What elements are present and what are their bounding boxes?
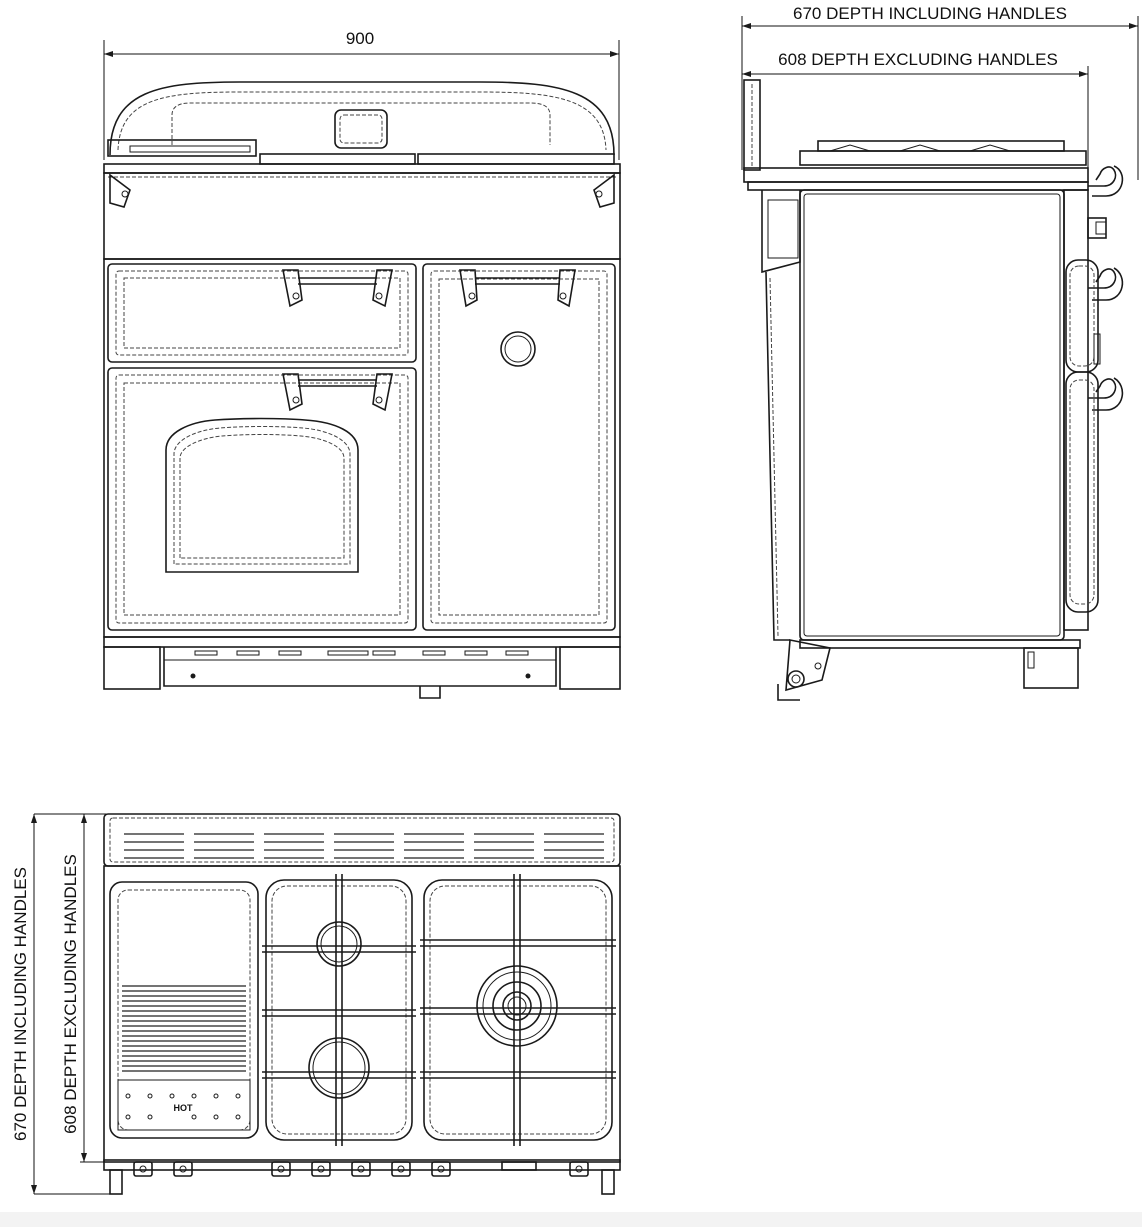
- knob-3: [271, 1161, 291, 1177]
- wok-burner: [476, 965, 558, 1047]
- knob-2: [173, 1161, 193, 1177]
- width-dimension: 900: [103, 29, 620, 160]
- side-depth-excluding-label: 608 DEPTH EXCLUDING HANDLES: [778, 50, 1058, 69]
- knob-8: [569, 1161, 589, 1177]
- side-body: [761, 189, 1101, 641]
- knob-1: [133, 1161, 153, 1177]
- grill-door: [107, 263, 417, 363]
- control-knobs-top: [103, 1159, 621, 1195]
- top-depth-dimensions: 670 DEPTH INCLUDING HANDLES 608 DEPTH EX…: [11, 813, 150, 1195]
- left-bracket: [109, 173, 131, 208]
- right-bracket: [593, 173, 615, 208]
- lid-rear-vents: [103, 813, 621, 867]
- hot-plate-ribs: [122, 985, 246, 1072]
- front-view: 900: [103, 29, 621, 699]
- page-footer-strip: [0, 1212, 1142, 1227]
- side-wheel: [787, 670, 805, 688]
- top-depth-excluding-label: 608 DEPTH EXCLUDING HANDLES: [61, 854, 80, 1134]
- grill-door-handle: [282, 269, 393, 308]
- knob-5: [351, 1161, 371, 1177]
- knob-6: [391, 1161, 411, 1177]
- middle-burner-zone: [262, 874, 416, 1146]
- side-depth-dimensions: 670 DEPTH INCLUDING HANDLES 608 DEPTH EX…: [741, 4, 1139, 180]
- top-view: 670 DEPTH INCLUDING HANDLES 608 DEPTH EX…: [11, 813, 621, 1195]
- control-panel: [103, 163, 621, 260]
- pan-supports-front: [107, 139, 615, 165]
- lid: [109, 81, 615, 156]
- body-frame: [103, 258, 621, 638]
- top-depth-including-label: 670 DEPTH INCLUDING HANDLES: [11, 867, 30, 1141]
- side-oven-door: [422, 263, 616, 631]
- burner-front-middle: [308, 1037, 370, 1099]
- hot-label: HOT: [174, 1103, 194, 1113]
- oven-window-round: [500, 331, 536, 367]
- knob-7: [431, 1161, 451, 1177]
- right-burner-zone: [420, 874, 616, 1146]
- hot-plate: HOT: [109, 881, 259, 1139]
- side-depth-including-label: 670 DEPTH INCLUDING HANDLES: [793, 4, 1067, 23]
- lid-handle: [334, 109, 388, 149]
- width-label: 900: [346, 29, 374, 48]
- hot-plate-dots: [125, 1093, 241, 1120]
- burner-rear-middle: [316, 921, 362, 967]
- oven-door-handle: [282, 373, 393, 412]
- knob-4: [311, 1161, 331, 1177]
- side-plinth: [777, 639, 1081, 701]
- oven-window: [165, 417, 359, 573]
- side-handles: [1087, 165, 1124, 411]
- lid-upright: [743, 79, 761, 171]
- oven-door: [107, 367, 417, 631]
- plinth: [103, 636, 621, 699]
- side-oven-door-handle: [459, 269, 576, 308]
- side-hob: [743, 140, 1089, 191]
- side-view: 670 DEPTH INCLUDING HANDLES 608 DEPTH EX…: [741, 4, 1139, 701]
- control-knob-side: [1087, 217, 1107, 239]
- drawer-pull: [419, 686, 441, 699]
